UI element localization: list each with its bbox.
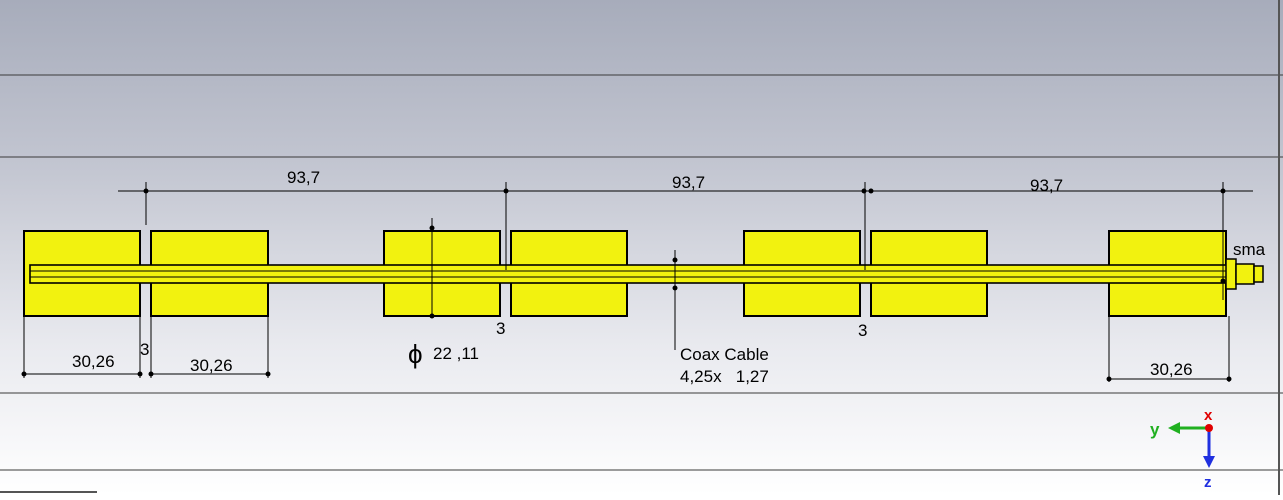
x-axis-marker — [1205, 424, 1213, 432]
dim-gap-3: 3 — [858, 321, 867, 340]
diameter-symbol: ϕ — [408, 339, 423, 369]
x-axis-label: x — [1204, 407, 1213, 424]
dim-spacing-1: 93,7 — [287, 168, 320, 187]
dim-width-3: 30,26 — [1150, 360, 1193, 379]
dim-spacing-2: 93,7 — [672, 173, 705, 192]
y-axis-label: y — [1150, 420, 1160, 439]
z-axis-arrowhead — [1203, 456, 1215, 468]
dim-width-1: 30,26 — [72, 352, 115, 371]
dim-spacing-3: 93,7 — [1030, 176, 1063, 195]
sma-label: sma — [1233, 240, 1266, 259]
background-bands — [0, 74, 1283, 471]
sma-connector — [1225, 258, 1264, 290]
dimension-dots — [21, 188, 1232, 382]
dimension-labels: 93,7 93,7 93,7 30,26 30,26 30,26 3 3 3 ϕ… — [72, 168, 1266, 386]
dim-diameter: 22 ,11 — [433, 344, 479, 363]
coax-cable — [29, 264, 1229, 284]
y-axis-arrowhead — [1168, 422, 1180, 434]
coax-label-spec: 4,25x 1,27 — [680, 367, 769, 386]
dim-gap-1: 3 — [140, 340, 149, 359]
z-axis-label: z — [1204, 474, 1212, 491]
dimension-lines — [23, 182, 1253, 382]
axes-triad[interactable]: y x z — [1150, 407, 1215, 491]
coax-label-title: Coax Cable — [680, 345, 769, 364]
dim-width-2: 30,26 — [190, 356, 233, 375]
dim-gap-2: 3 — [496, 319, 505, 338]
